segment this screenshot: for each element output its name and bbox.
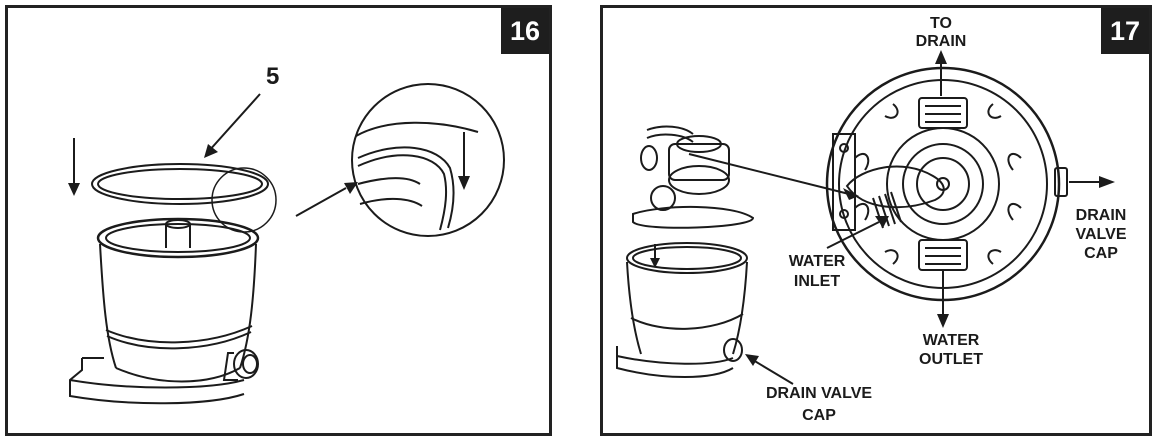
zoom-pointer-arrow xyxy=(295,187,347,217)
tank-band xyxy=(105,325,253,344)
label-to-drain-1: TO xyxy=(930,15,952,32)
mounting-bracket xyxy=(832,133,856,231)
part-pointer-arrow xyxy=(207,93,261,153)
step-number-badge: 17 xyxy=(1101,8,1149,54)
step-16-illustration: 5 xyxy=(68,63,505,405)
tank-left-wall xyxy=(99,243,117,369)
detail-rim xyxy=(357,146,455,229)
step-17-illustration: TO DRAIN DRAIN VALVE CAP WATER INLET WAT… xyxy=(616,15,1127,424)
label-water-outlet-2: OUTLET xyxy=(919,351,983,368)
label-water-inlet-2: INLET xyxy=(794,273,840,290)
part-number-label: 5 xyxy=(266,63,279,90)
label-drain-valve-cap-bottom-1: DRAIN VALVE xyxy=(766,385,872,402)
tank-rim-inner xyxy=(105,223,251,253)
water-inlet-arrow xyxy=(826,221,880,249)
label-to-drain-2: DRAIN xyxy=(916,33,967,50)
part-pointer-arrowhead xyxy=(204,144,218,158)
down-arrow-left-head xyxy=(68,183,80,196)
step-16-panel: 16 5 xyxy=(5,5,552,436)
label-drain-valve-cap-right-3: CAP xyxy=(1084,245,1118,262)
label-drain-valve-cap-right-1: DRAIN xyxy=(1076,207,1127,224)
step-17-panel: 17 TO DRAIN DRAIN VALVE CAP WATER INLET … xyxy=(600,5,1152,436)
label-drain-valve-cap-bottom-2: CAP xyxy=(802,407,836,424)
zoom-source-circle xyxy=(211,167,277,233)
o-ring-inner xyxy=(97,168,263,200)
step-number-badge: 16 xyxy=(501,8,549,54)
filter-side-view xyxy=(616,125,755,378)
drain-valve xyxy=(233,349,259,379)
label-drain-valve-cap-right-2: VALVE xyxy=(1076,226,1127,243)
tank-base xyxy=(69,358,245,405)
drain-valve-cap-bottom-arrow xyxy=(752,359,794,385)
valve-handle xyxy=(845,165,945,209)
label-water-outlet-1: WATER xyxy=(923,332,980,349)
drain-valve-cap-right xyxy=(1054,167,1068,197)
detail-ring xyxy=(355,121,479,137)
zoom-detail-circle xyxy=(351,83,505,237)
o-ring-outer xyxy=(91,163,269,205)
top-port xyxy=(918,97,968,129)
label-water-inlet-1: WATER xyxy=(789,253,846,270)
tank-right-wall xyxy=(239,243,257,369)
valve-to-topview-arrow xyxy=(688,153,850,195)
